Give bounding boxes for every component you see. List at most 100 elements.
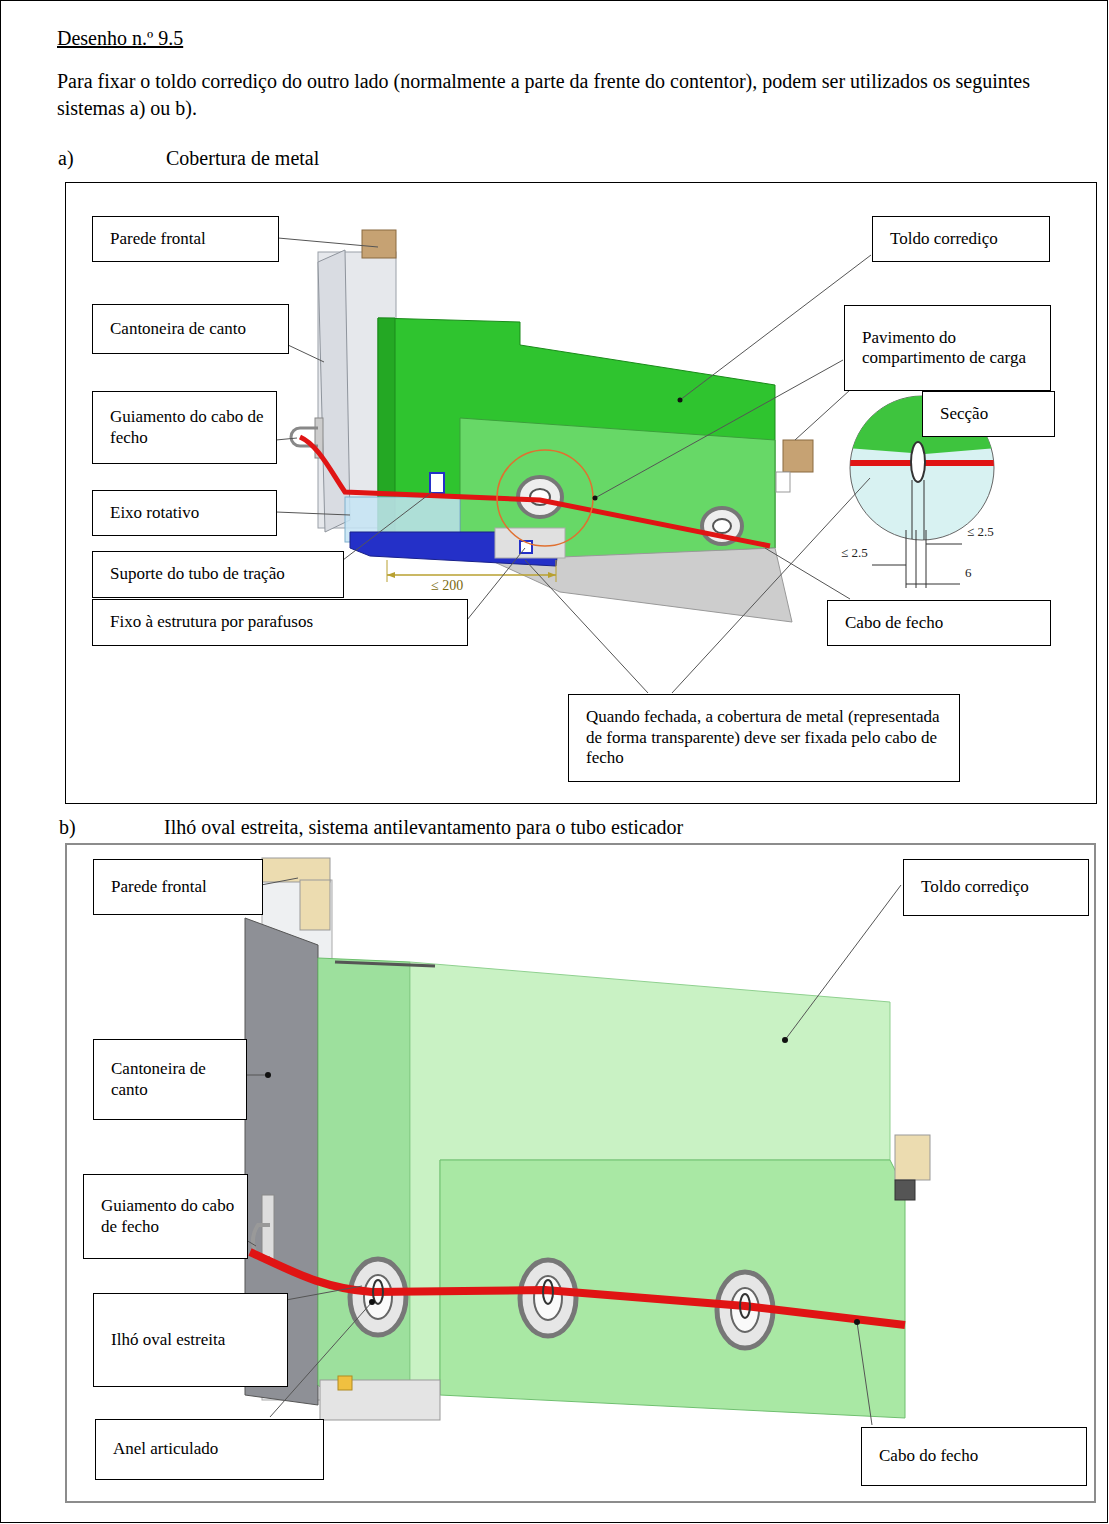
callout-text: Toldo corrediço <box>890 229 1039 249</box>
hinged-ring <box>543 1280 553 1304</box>
intro-paragraph: Para fixar o toldo corrediço do outro la… <box>57 68 1057 122</box>
dimension-line <box>926 544 962 545</box>
leader-dot <box>369 1299 375 1305</box>
leader-line <box>467 548 525 620</box>
callout-box: Ilhó oval estreita <box>93 1293 288 1387</box>
section-line <box>912 480 913 545</box>
leader-line <box>765 548 850 599</box>
callout-text: Parede frontal <box>111 877 252 897</box>
eyelet <box>713 519 731 533</box>
dimension-line <box>556 560 557 582</box>
floor-block <box>776 472 790 492</box>
closing-cable <box>250 1252 905 1325</box>
panel-heading: b) <box>59 815 76 839</box>
leader-dot <box>265 1072 271 1078</box>
leader-line <box>245 1075 268 1076</box>
dimension-line <box>387 560 388 582</box>
callout-box: Secção <box>922 391 1055 437</box>
eyelet <box>520 1260 576 1336</box>
callout-box: Toldo corrediço <box>903 859 1089 916</box>
floor-base <box>338 1376 352 1390</box>
leader-line <box>525 560 648 693</box>
dimension-arrow <box>387 572 395 578</box>
callout-text: Guiamento do cabo de fecho <box>101 1196 237 1237</box>
dimension-line <box>906 530 907 588</box>
leader-line <box>286 1286 362 1300</box>
callout-box: Cabo do fecho <box>861 1427 1087 1486</box>
section-eyelet <box>911 442 925 482</box>
callout-text: Cabo do fecho <box>879 1446 1076 1466</box>
callout-text: Cantoneira de canto <box>110 319 278 339</box>
callout-text: Suporte do tubo de tração <box>110 564 333 584</box>
callout-text: Quando fechada, a cobertura de metal (re… <box>586 707 949 768</box>
leader-line <box>785 885 901 1040</box>
leader-dot <box>593 496 598 501</box>
closing-cable <box>300 437 770 546</box>
dimension-label: ≤ 2.5 <box>840 546 869 560</box>
leader-line <box>245 878 901 1425</box>
drawing-title: Desenho n.º 9.5 <box>57 27 183 50</box>
leader-line <box>680 255 871 400</box>
callout-text: Pavimento do compartimento de carga <box>862 328 1040 369</box>
leader-dot <box>265 398 860 1326</box>
callout-box: Cantoneira de canto <box>93 1039 247 1120</box>
bolt-square <box>430 473 444 493</box>
panel-heading: Ilhó oval estreita, sistema antilevantam… <box>164 815 683 839</box>
callout-box: Eixo rotativo <box>92 490 277 536</box>
leader-line <box>278 238 378 247</box>
callout-text: Fixo à estrutura por parafusos <box>110 612 457 632</box>
eyelet-illustration <box>245 858 930 1420</box>
callout-box: Guiamento do cabo de fecho <box>83 1174 248 1259</box>
section-line <box>924 480 925 545</box>
dimension-label: ≤ 2.5 <box>966 525 995 539</box>
callout-box: Guiamento do cabo de fecho <box>92 391 277 464</box>
callout-text: Cantoneira de canto <box>111 1059 236 1100</box>
eyelet <box>534 1276 562 1320</box>
eyelet <box>364 1275 392 1319</box>
dimension-arrow <box>548 572 556 578</box>
leader-dot <box>678 398 683 403</box>
dimension-line <box>916 530 917 588</box>
hinged-ring <box>740 1294 750 1318</box>
floor-block <box>895 1180 915 1200</box>
dimension-label: ≤ 200 <box>430 578 464 593</box>
leader-line <box>795 390 850 440</box>
callout-text: Parede frontal <box>110 229 268 249</box>
tarp-strip <box>318 958 410 1395</box>
callout-text: Eixo rotativo <box>110 503 266 523</box>
metal-cover-illustration <box>291 230 813 622</box>
callout-text: Ilhó oval estreita <box>111 1330 277 1350</box>
detail-circle <box>497 450 593 546</box>
leader-line <box>276 438 297 440</box>
figure-panel: b)Ilhó oval estreita, sistema antilevant… <box>65 843 1096 1503</box>
callout-text: Cabo de fecho <box>845 613 1040 633</box>
leader-line <box>857 1322 872 1425</box>
floor-block <box>895 1135 930 1180</box>
dimension-line <box>926 530 927 588</box>
figure-panel: a)Cobertura de metalParede frontalToldo … <box>65 182 1097 804</box>
eyelet <box>350 1259 406 1335</box>
callout-box: Suporte do tubo de tração <box>92 551 344 598</box>
dimension-line <box>906 584 960 585</box>
front-wall-cap <box>362 230 396 258</box>
callout-box: Parede frontal <box>93 859 263 915</box>
callout-text: Anel articulado <box>113 1439 313 1459</box>
callout-box: Toldo corrediço <box>872 216 1050 262</box>
dimension-label: 6 <box>964 566 973 580</box>
callout-box: Anel articulado <box>95 1419 324 1480</box>
floor-block <box>783 440 813 472</box>
panel-heading: a) <box>58 146 74 170</box>
leader-line <box>288 345 324 362</box>
front-wall-cap <box>300 880 330 930</box>
callout-box: Fixo à estrutura por parafusos <box>92 599 468 646</box>
callout-text: Toldo corrediço <box>921 877 1078 897</box>
callout-text: Secção <box>940 404 1044 424</box>
leader-dot <box>782 1037 788 1043</box>
leader-line <box>595 360 843 498</box>
panel-heading: Cobertura de metal <box>166 146 319 170</box>
leader-line <box>276 512 350 515</box>
leader-line <box>672 478 870 693</box>
leader-line <box>261 878 298 885</box>
cable-guide-plate <box>262 1195 274 1260</box>
